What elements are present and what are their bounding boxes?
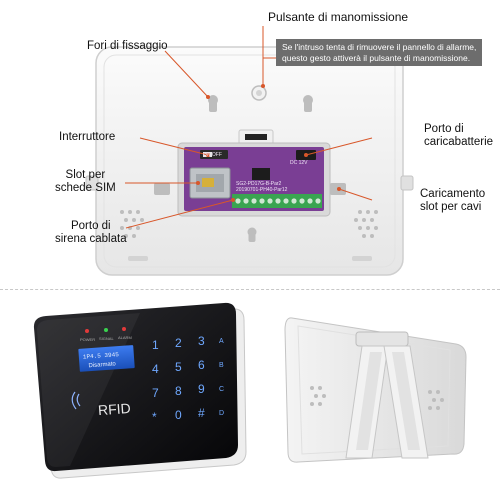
key-b[interactable]: B <box>219 362 224 369</box>
speaker-grille-right <box>354 210 378 238</box>
label-sim-slot-line-1: Slot per <box>65 169 106 181</box>
label-charger-port-line-2: caricabatterie <box>424 136 494 148</box>
indicator-label-1: SIGNAL <box>99 336 114 341</box>
label-siren-port: Porto di sirena cablata <box>55 220 127 246</box>
rfid-label: RFID <box>97 400 131 418</box>
mount-hole-right <box>303 95 313 112</box>
key-6[interactable]: 6 <box>198 358 205 372</box>
key-0[interactable]: 0 <box>175 408 182 422</box>
board-charger-mark: DC 12V <box>290 160 308 166</box>
rfid-reader <box>71 391 81 410</box>
indicator-label-2: ALARM <box>118 335 132 340</box>
panel-front-view: POWER SIGNAL ALARM 1P4.5 3945 Disarmato … <box>33 302 247 479</box>
label-cable-slot: Caricamento slot per cavi <box>420 188 485 214</box>
key-a[interactable]: A <box>219 338 224 345</box>
board-model-line-1: SG2-PD17G-B-Par2 <box>236 181 282 187</box>
panel-back-view <box>85 46 414 276</box>
key-d[interactable]: D <box>219 410 224 417</box>
keypad: 1 2 3 4 5 6 7 8 9 * 0 # <box>152 334 205 424</box>
key-8[interactable]: 8 <box>175 384 182 398</box>
key-2[interactable]: 2 <box>175 336 182 350</box>
terminal-block <box>232 194 322 208</box>
key-7[interactable]: 7 <box>152 386 159 400</box>
label-sim-slot-line-2: schede SIM <box>55 182 116 194</box>
key-3[interactable]: 3 <box>198 334 205 348</box>
label-power-switch: Interruttore <box>59 131 116 143</box>
lcd-display <box>78 345 135 372</box>
label-cable-slot-line-2: slot per cavi <box>420 201 482 213</box>
board-model-line-2: 20190701-PH40-Par12 <box>236 187 288 193</box>
label-mount-holes: Fori di fissaggio <box>87 40 168 52</box>
key-1[interactable]: 1 <box>152 338 159 352</box>
key-c[interactable]: C <box>219 386 224 393</box>
label-charger-port: Porto di caricabatterie <box>424 123 493 149</box>
mount-hole-bottom <box>247 227 257 242</box>
mount-hole-left <box>208 95 218 112</box>
key-5[interactable]: 5 <box>175 360 182 374</box>
label-siren-port-line-1: Porto di <box>70 220 111 232</box>
key-hash[interactable]: # <box>198 406 205 420</box>
board-switch-marks: ON OFF <box>203 152 222 158</box>
key-4[interactable]: 4 <box>152 362 159 376</box>
indicator-label-0: POWER <box>80 337 95 342</box>
key-9[interactable]: 9 <box>198 382 205 396</box>
section-divider <box>0 289 500 290</box>
lcd-line-2: Disarmato <box>88 361 116 369</box>
tamper-note-line-2: questo gesto attiverà il pulsante di man… <box>282 52 471 63</box>
tamper-note: Se l'intruso tenta di rimuovere il panne… <box>276 39 483 66</box>
label-charger-port-line-1: Porto di <box>424 123 464 135</box>
function-keys: A B C D <box>219 338 224 417</box>
tamper-note-line-1: Se l'intruso tenta di rimuovere il panne… <box>282 42 477 52</box>
label-siren-port-line-2: sirena cablata <box>55 233 127 245</box>
key-star[interactable]: * <box>152 410 157 424</box>
indicator-lights <box>85 327 126 333</box>
label-sim-slot: Slot per schede SIM <box>55 169 116 195</box>
speaker-grille-left <box>120 210 144 238</box>
panel-rear-stand-view <box>284 317 467 463</box>
desk-stand <box>345 331 429 459</box>
lcd-line-1: 1P4.5 3945 <box>83 351 120 361</box>
label-tamper-switch: Pulsante di manomissione <box>268 10 409 24</box>
label-cable-slot-line-1: Caricamento <box>420 188 486 200</box>
